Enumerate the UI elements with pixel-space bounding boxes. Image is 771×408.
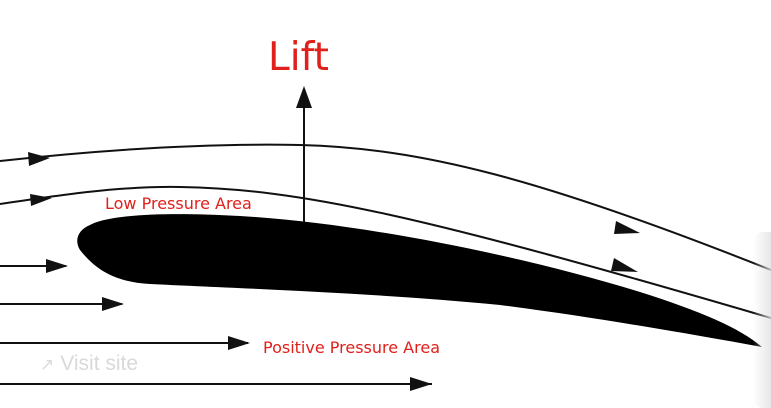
streamline-arrowhead <box>611 258 638 272</box>
visit-site-link[interactable]: ↗ Visit site <box>40 352 138 376</box>
low-pressure-area-label: Low Pressure Area <box>105 194 252 213</box>
streamline-arrowhead <box>614 221 640 234</box>
flow-arrowhead <box>102 297 124 311</box>
airfoil-shape <box>77 214 763 347</box>
external-link-icon: ↗ <box>40 355 55 374</box>
right-edge-overlay <box>753 232 771 408</box>
positive-pressure-area-label: Positive Pressure Area <box>263 338 440 357</box>
flow-arrowhead <box>410 377 432 391</box>
flow-arrowhead <box>228 336 250 350</box>
streamline-arrowhead <box>28 152 50 166</box>
lift-label: Lift <box>268 35 329 80</box>
upper-streamline-2 <box>0 185 771 319</box>
streamline-arrowhead <box>30 194 52 206</box>
flow-arrowhead <box>46 259 68 273</box>
lift-arrowhead <box>296 86 312 108</box>
visit-site-label: Visit site <box>60 352 139 375</box>
upper-streamline-1 <box>0 143 771 271</box>
